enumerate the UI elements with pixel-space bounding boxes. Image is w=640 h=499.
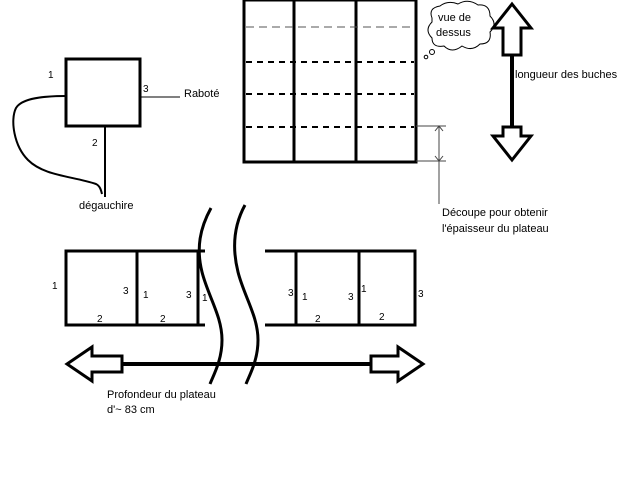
right-arrow-head-icon bbox=[369, 344, 426, 384]
plank-mark-r2: 1 bbox=[302, 292, 308, 303]
bubble-text-1: vue de bbox=[438, 12, 471, 24]
depth-label-line-1: Profondeur du plateau bbox=[107, 389, 216, 401]
plank-mark-r3: 2 bbox=[315, 314, 321, 325]
plank-mark-l4: 2 bbox=[97, 314, 103, 325]
plank-mark-l3: 1 bbox=[143, 290, 149, 301]
cut-label-line-1: Découpe pour obtenir bbox=[442, 207, 548, 219]
plank-mark-r6: 2 bbox=[379, 312, 385, 323]
face-1-number: 1 bbox=[48, 70, 54, 81]
top-view-grid bbox=[242, 0, 418, 164]
length-double-arrow bbox=[489, 1, 535, 163]
face-3-number: 3 bbox=[143, 84, 149, 95]
grid-outline bbox=[242, 0, 418, 164]
depth-label-line-2: d'~ 83 cm bbox=[107, 404, 155, 416]
plank-mark-r1: 3 bbox=[288, 288, 294, 299]
plank-mark-l5: 3 bbox=[186, 290, 192, 301]
planed-label: Raboté bbox=[184, 88, 219, 100]
depth-double-arrow bbox=[64, 344, 426, 384]
block-section bbox=[12, 57, 180, 197]
plank-mark-l6: 1 bbox=[202, 293, 208, 304]
bubble-dot-2 bbox=[423, 54, 429, 60]
up-arrow-head-icon bbox=[489, 1, 535, 57]
plank-mark-l7: 2 bbox=[160, 314, 166, 325]
face-2-number: 2 bbox=[92, 138, 98, 149]
thickness-dimension bbox=[416, 125, 446, 204]
dimension-arrow-down bbox=[434, 155, 444, 162]
dimension-arrow-up bbox=[434, 125, 444, 132]
jointed-label: dégauchire bbox=[79, 200, 133, 212]
plank-mark-r5: 1 bbox=[361, 284, 367, 295]
bubble-cloud bbox=[427, 0, 495, 51]
cut-label-line-2: l'épaisseur du plateau bbox=[442, 223, 549, 235]
block-square bbox=[64, 57, 142, 128]
thought-bubble: vue de dessus bbox=[423, 0, 495, 60]
length-label: longueur des buches bbox=[515, 69, 618, 81]
plank-mark-l2: 3 bbox=[123, 286, 129, 297]
left-arrow-head-icon bbox=[64, 344, 124, 384]
plank-mark-l1: 1 bbox=[52, 281, 58, 292]
down-arrow-head-icon bbox=[489, 125, 535, 163]
bubble-text-2: dessus bbox=[436, 27, 471, 39]
plank-mark-r4: 3 bbox=[348, 292, 354, 303]
plank-mark-r7: 3 bbox=[418, 289, 424, 300]
bubble-dot-1 bbox=[429, 49, 435, 55]
face-1-leader bbox=[12, 95, 103, 195]
